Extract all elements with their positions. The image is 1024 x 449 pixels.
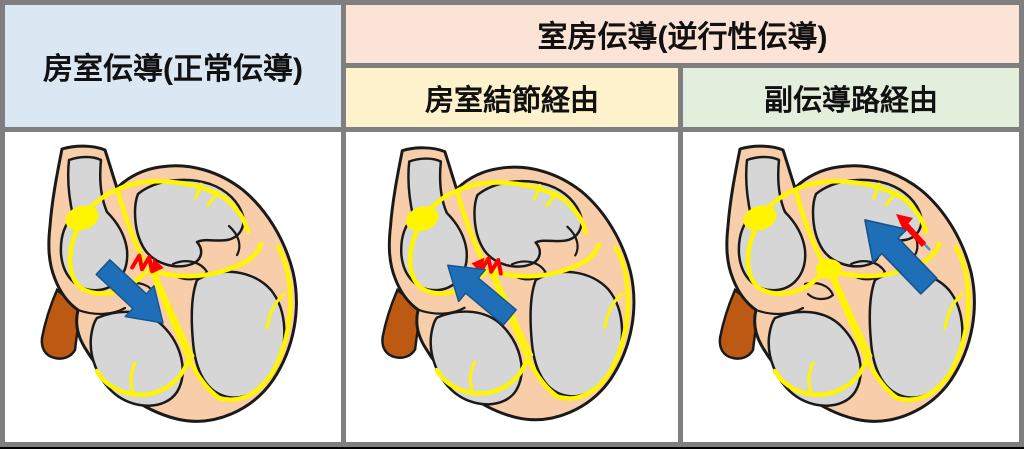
table-grid: 房室伝導(正常伝導) 室房伝導(逆行性伝導) 房室結節経由 副伝導路経由 bbox=[5, 5, 1019, 442]
accessory-pathway-red-arrow-head bbox=[896, 214, 913, 230]
accessory-pathway-red-arrow-shaft bbox=[902, 221, 927, 248]
av-node bbox=[816, 259, 842, 279]
heart-diagram-normal-conduction bbox=[5, 132, 341, 442]
header-label: 室房伝導(逆行性伝導) bbox=[537, 21, 828, 54]
subheader-via-accessory-pathway: 副伝導路経由 bbox=[683, 68, 1019, 127]
bottom-edge-line bbox=[0, 447, 1024, 449]
header-label: 房室伝導(正常伝導) bbox=[43, 53, 303, 86]
subheader-label: 副伝導路経由 bbox=[763, 84, 938, 117]
accessory-pathway-marker bbox=[896, 214, 931, 251]
diagram-cell-normal-conduction bbox=[5, 132, 341, 442]
header-va-conduction-retrograde: 室房伝導(逆行性伝導) bbox=[346, 5, 1019, 63]
header-av-conduction-normal: 房室伝導(正常伝導) bbox=[5, 5, 341, 127]
diagram-cell-retrograde-av-node bbox=[346, 132, 678, 442]
heart-diagram-retrograde-accessory-pathway bbox=[683, 132, 1019, 442]
subheader-label: 房室結節経由 bbox=[424, 84, 599, 117]
subheader-via-av-node: 房室結節経由 bbox=[346, 68, 678, 127]
heart-diagram-retrograde-av-node bbox=[346, 132, 678, 442]
diagram-cell-retrograde-accessory bbox=[683, 132, 1019, 442]
